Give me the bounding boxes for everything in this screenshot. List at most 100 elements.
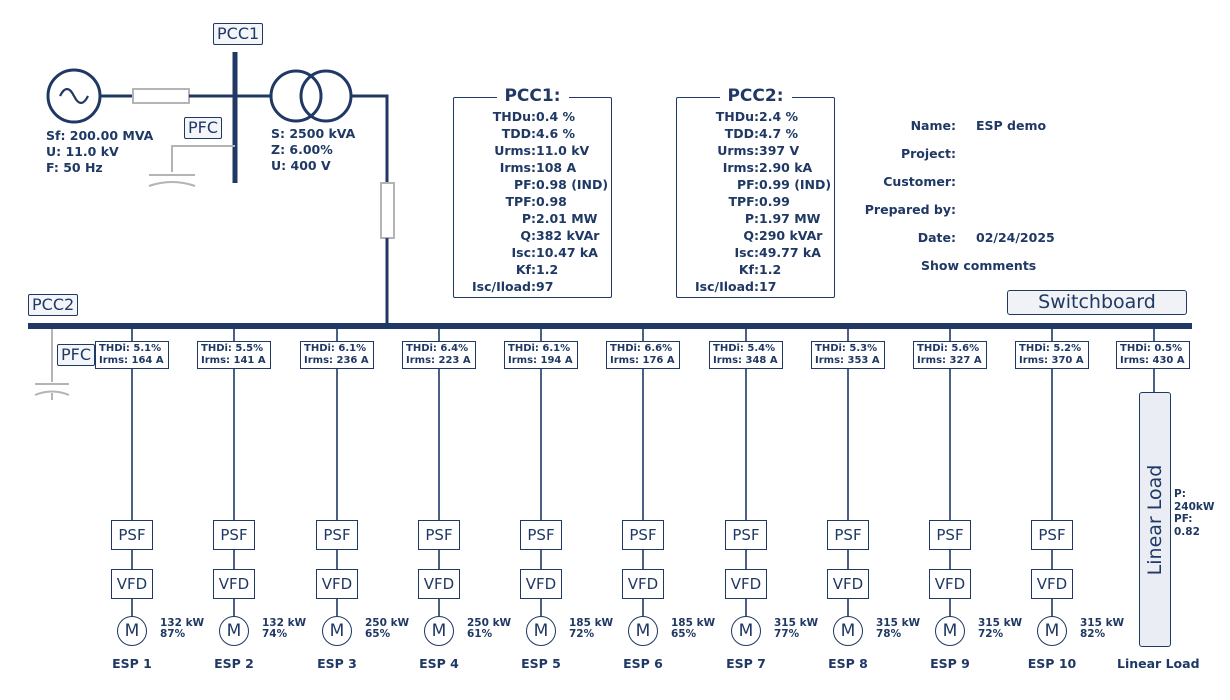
feeder-thdi: THDi: 6.4%	[406, 343, 469, 354]
pcc1_panel-row-key: TDD:	[501, 126, 536, 141]
vfd-block: VFD	[827, 569, 869, 599]
vfd-block: VFD	[622, 569, 664, 599]
motor-kw: 315 kW	[1080, 617, 1125, 629]
pcc1_panel-row-value: 0.98	[536, 194, 567, 209]
pfc-bottom-label: PFC	[57, 344, 96, 366]
pcc1_panel-row-key: Q:	[520, 228, 536, 243]
pcc2_panel-row: Urms:397 V	[677, 142, 834, 159]
vfd-block: VFD	[1031, 569, 1073, 599]
linear-load-p-value: 240kW	[1174, 500, 1215, 513]
pcc2_panel-row-key: TPF:	[728, 194, 759, 209]
motor-load-pct: 65%	[671, 628, 697, 640]
pcc1_panel-row-key: THDu:	[492, 109, 536, 124]
motor-icon: M	[219, 616, 249, 646]
feeder-thdi: THDi: 5.5%	[201, 343, 264, 354]
feeder-meter: THDi: 5.5%Irms: 141 A	[197, 341, 271, 369]
transformer-z: Z: 6.00%	[271, 142, 333, 157]
feeder-name: ESP 4	[419, 656, 459, 671]
pcc1_panel-row-value: 97	[536, 279, 554, 294]
pcc2_panel-row-value: 4.7 %	[759, 126, 799, 141]
feeder-name: ESP 1	[112, 656, 152, 671]
motor-load-pct: 65%	[365, 628, 391, 640]
pcc2_panel-row-key: P:	[744, 211, 759, 226]
feeder-meter: THDi: 6.1%Irms: 236 A	[300, 341, 374, 369]
pcc1_panel-row-key: Urms:	[494, 143, 536, 158]
feeder-thdi: THDi: 5.1%	[99, 343, 162, 354]
pcc2_panel-row: TDD:4.7 %	[677, 125, 834, 142]
motor-kw: 185 kW	[671, 617, 716, 629]
feeder-irms: Irms: 370 A	[1019, 355, 1084, 366]
linear-feeder-thdi: THDi: 0.5%	[1120, 343, 1183, 354]
pcc2_panel-row-value: 0.99 (IND)	[759, 177, 832, 192]
feeder-irms: Irms: 141 A	[201, 355, 266, 366]
source-impedance	[132, 88, 190, 104]
pcc2_panel-row-key: Isc:	[734, 245, 760, 260]
motor-icon: M	[322, 616, 352, 646]
linear-feeder-meter: THDi: 0.5% Irms: 430 A	[1116, 341, 1190, 369]
pcc1_panel-row-key: Kf:	[515, 262, 536, 277]
feeder-irms: Irms: 223 A	[406, 355, 471, 366]
pcc1_panel-row: Kf:1.2	[454, 261, 611, 278]
vfd-block: VFD	[213, 569, 255, 599]
vfd-block: VFD	[111, 569, 153, 599]
motor-load-pct: 72%	[978, 628, 1004, 640]
motor-load-pct: 77%	[774, 628, 800, 640]
transformer-secondary	[299, 69, 353, 123]
pfc-top-wire	[171, 145, 235, 172]
pcc1_panel-row: Isc:10.47 kA	[454, 244, 611, 261]
pcc2_panel-row-value: 1.2	[759, 262, 782, 277]
motor-icon: M	[833, 616, 863, 646]
feeder-name: ESP 7	[726, 656, 766, 671]
psf-block: PSF	[827, 520, 869, 550]
psf-block: PSF	[725, 520, 767, 550]
feeder-meter: THDi: 6.4%Irms: 223 A	[402, 341, 476, 369]
pcc2_panel-row-value: 290 kVAr	[759, 228, 823, 243]
feeder-thdi: THDi: 5.2%	[1019, 343, 1082, 354]
pcc2-panel-title: PCC2:	[719, 86, 792, 106]
linear-load-pf-value: 0.82	[1174, 525, 1200, 538]
feeder-irms: Irms: 327 A	[917, 355, 982, 366]
motor-kw: 250 kW	[365, 617, 410, 629]
transformer-primary	[269, 69, 323, 123]
pcc1-label: PCC1	[213, 23, 264, 45]
pcc1_panel-row-key: Irms:	[499, 160, 536, 175]
pfc-bottom-cap-2	[34, 390, 70, 396]
cable-impedance	[380, 182, 395, 239]
pcc2_panel-row-value: 17	[759, 279, 777, 294]
pcc1_panel-row: PF:0.98 (IND)	[454, 176, 611, 193]
source-u: U: 11.0 kV	[46, 144, 119, 159]
info-name-value: ESP demo	[976, 118, 1047, 133]
switchboard-label: Switchboard	[1007, 290, 1187, 315]
feeder-irms: Irms: 236 A	[304, 355, 369, 366]
feeder-meter: THDi: 5.4%Irms: 348 A	[709, 341, 783, 369]
motor-kw: 132 kW	[160, 617, 205, 629]
psf-block: PSF	[316, 520, 358, 550]
motor-kw: 315 kW	[978, 617, 1023, 629]
pcc1_panel-row-value: 0.98 (IND)	[536, 177, 609, 192]
feeder-name: ESP 2	[214, 656, 254, 671]
pfc-top-cap-2	[148, 181, 196, 187]
feeder-meter: THDi: 5.1%Irms: 164 A	[95, 341, 169, 369]
feeder-thdi: THDi: 5.4%	[713, 343, 776, 354]
motor-icon: M	[1037, 616, 1067, 646]
motor-icon: M	[628, 616, 658, 646]
pcc2_panel-row: TPF:0.99	[677, 193, 834, 210]
pcc2_panel-row: P:1.97 MW	[677, 210, 834, 227]
pcc1_panel-row: P:2.01 MW	[454, 210, 611, 227]
vfd-block: VFD	[520, 569, 562, 599]
pcc1_panel-row-value: 2.01 MW	[536, 211, 598, 226]
pcc2_panel-row: Kf:1.2	[677, 261, 834, 278]
pcc2_panel-row-key: Isc/Iload:	[695, 279, 759, 294]
feeder-name: ESP 3	[317, 656, 357, 671]
psf-block: PSF	[929, 520, 971, 550]
motor-kw: 315 kW	[774, 617, 819, 629]
psf-block: PSF	[111, 520, 153, 550]
source-params: Sf: 200.00 MVA U: 11.0 kV F: 50 Hz	[46, 128, 153, 176]
transformer-out-wire	[351, 94, 389, 183]
transformer-u: U: 400 V	[271, 158, 331, 173]
show-comments-link[interactable]: Show comments	[921, 258, 1037, 273]
